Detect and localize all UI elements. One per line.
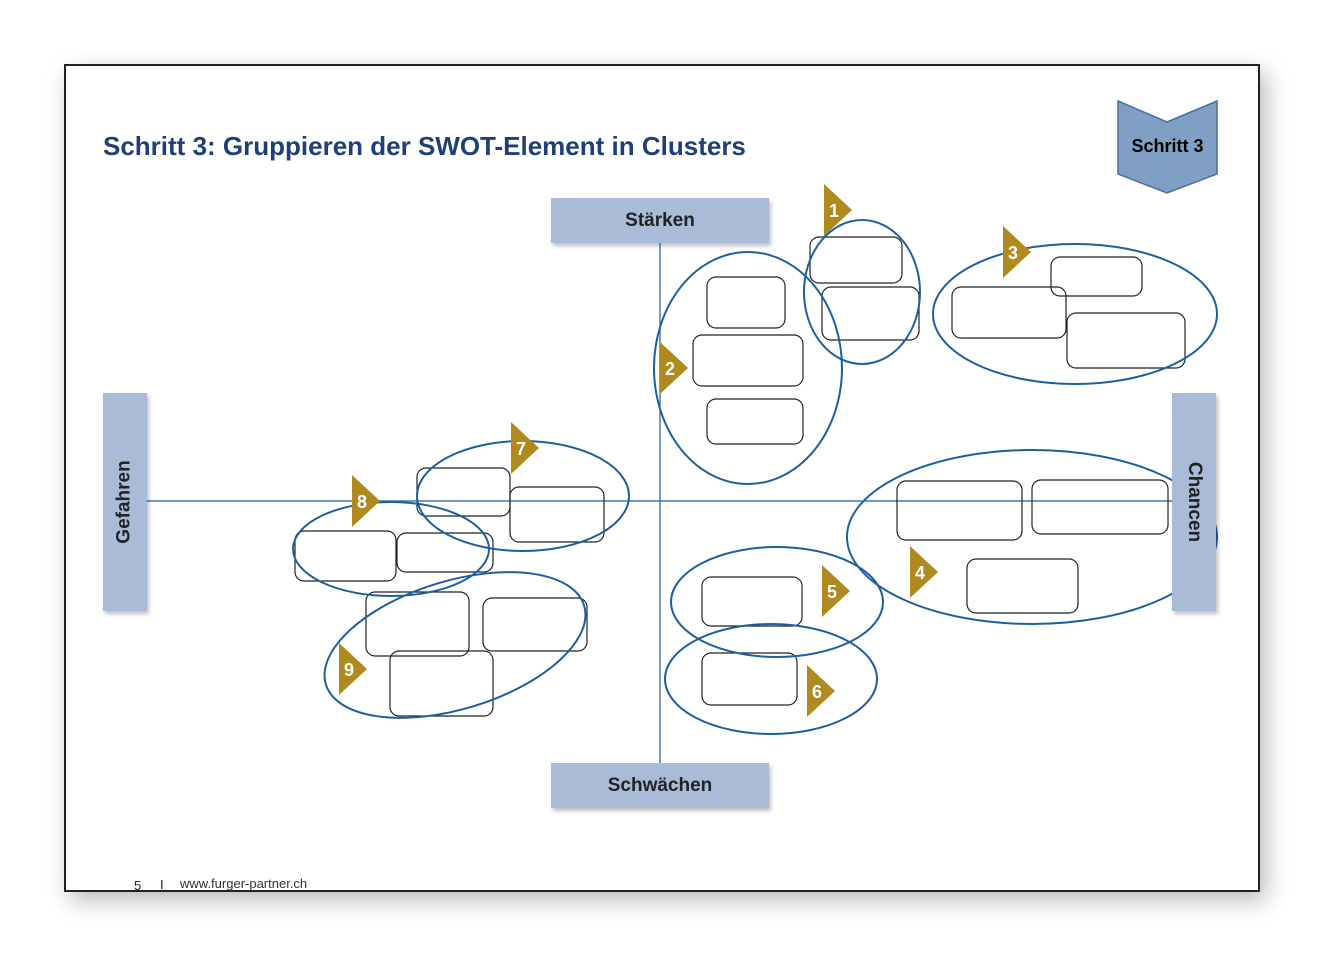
cluster-marker-5 bbox=[822, 565, 850, 617]
axis-label-text: Gefahren bbox=[114, 460, 136, 544]
cluster-ellipse-1 bbox=[803, 219, 921, 365]
item-box bbox=[396, 532, 494, 573]
item-box bbox=[365, 591, 470, 657]
axis-label-text: Chancen bbox=[1184, 461, 1205, 543]
item-box bbox=[1031, 479, 1169, 535]
cluster-number-3: 3 bbox=[1008, 243, 1018, 263]
item-box bbox=[896, 480, 1023, 541]
item-box bbox=[1050, 256, 1143, 297]
cluster-number-7: 7 bbox=[516, 439, 526, 459]
item-box bbox=[809, 236, 903, 284]
cluster-marker-4 bbox=[910, 546, 938, 598]
cluster-ellipse-3 bbox=[932, 243, 1218, 385]
cluster-number-6: 6 bbox=[812, 682, 822, 702]
cluster-marker-1 bbox=[824, 184, 852, 236]
cluster-number-8: 8 bbox=[357, 492, 367, 512]
cluster-number-4: 4 bbox=[915, 563, 925, 583]
item-box bbox=[966, 558, 1079, 614]
cluster-ellipse-9 bbox=[323, 571, 587, 719]
cluster-ellipse-8 bbox=[292, 501, 490, 597]
item-box bbox=[706, 276, 786, 329]
item-box bbox=[294, 530, 397, 582]
item-box bbox=[701, 576, 803, 627]
step-badge-shape bbox=[1117, 100, 1218, 194]
item-box bbox=[389, 650, 494, 717]
axis-label-strengths: Stärken bbox=[551, 198, 769, 243]
item-box bbox=[951, 286, 1067, 339]
cluster-marker-8 bbox=[352, 475, 380, 527]
item-box bbox=[701, 652, 798, 706]
cluster-ellipse-4 bbox=[846, 449, 1218, 625]
cluster-marker-6 bbox=[807, 665, 835, 717]
footer-separator: I bbox=[160, 877, 164, 892]
item-box bbox=[1066, 312, 1186, 369]
footer-url: www.furger-partner.ch bbox=[180, 876, 308, 891]
item-box bbox=[509, 486, 605, 543]
cluster-marker-9 bbox=[339, 643, 367, 695]
step-badge-label: Schritt 3 bbox=[1131, 136, 1204, 156]
cluster-number-9: 9 bbox=[344, 660, 354, 680]
cluster-marker-3 bbox=[1003, 226, 1031, 278]
axis-label-text: Stärken bbox=[625, 209, 695, 231]
axis-label-threats: Gefahren bbox=[103, 393, 147, 611]
item-box bbox=[482, 597, 588, 652]
item-box bbox=[692, 334, 804, 387]
axis-label-opportunities: Chancen bbox=[1172, 393, 1216, 611]
cluster-marker-7 bbox=[511, 422, 539, 474]
cluster-ellipse-5 bbox=[670, 546, 884, 658]
axis-label-weaknesses: Schwächen bbox=[551, 763, 769, 808]
item-box bbox=[706, 398, 804, 445]
cluster-number-5: 5 bbox=[827, 582, 837, 602]
cluster-number-2: 2 bbox=[665, 359, 675, 379]
axis-label-text: Schwächen bbox=[607, 774, 713, 796]
cluster-ellipse-2 bbox=[653, 251, 843, 485]
item-box bbox=[821, 286, 920, 341]
page-number: 5 bbox=[134, 878, 142, 893]
page-title: Schritt 3: Gruppieren der SWOT-Element i… bbox=[103, 131, 746, 161]
cluster-marker-2 bbox=[660, 342, 688, 394]
cluster-number-1: 1 bbox=[829, 201, 839, 221]
cluster-ellipse-6 bbox=[664, 623, 878, 735]
item-box bbox=[416, 467, 511, 517]
